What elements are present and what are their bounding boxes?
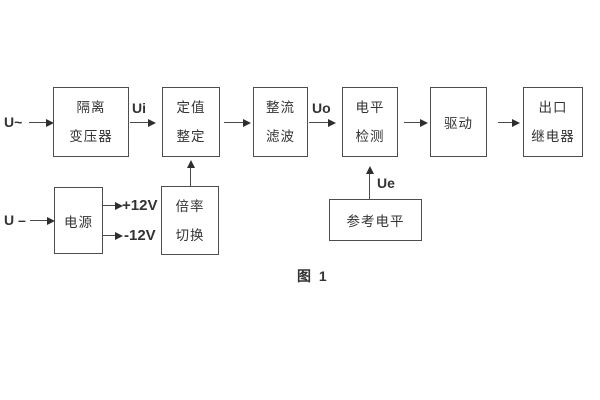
block-level-detect: 电平 检测 <box>342 87 398 157</box>
block-power-label: 电源 <box>64 214 93 230</box>
arrow-isolation-to-setting-icon <box>130 118 156 127</box>
block-level-line2: 检测 <box>355 129 385 144</box>
arrow-neg-rail-icon <box>103 231 123 240</box>
arrow-rectifier-to-level-icon <box>309 118 336 127</box>
block-isolation-line1: 隔离 <box>76 100 106 115</box>
arrow-setting-to-rectifier-icon <box>224 118 251 127</box>
arrow-reference-to-level-icon <box>365 166 374 199</box>
block-reference-level: 参考电平 <box>329 199 422 241</box>
block-output-relay-line1: 出口 <box>538 100 568 115</box>
arrow-drive-to-output-icon <box>498 118 520 127</box>
label-neg-12v: -12V <box>124 227 156 244</box>
arrow-ratio-to-setting-icon <box>186 160 195 186</box>
arrow-ac-input-icon <box>29 118 54 127</box>
block-isolation-transformer: 隔离 变压器 <box>53 87 129 157</box>
block-output-relay-line2: 继电器 <box>531 129 575 144</box>
block-level-line1: 电平 <box>355 100 385 115</box>
block-setting-line1: 定值 <box>176 100 206 115</box>
label-input-dc: U – <box>4 212 26 228</box>
block-ratio-line1: 倍率 <box>175 198 205 214</box>
block-ratio-line2: 切换 <box>175 227 205 243</box>
arrow-dc-input-icon <box>30 216 55 225</box>
arrow-pos-rail-icon <box>103 201 123 210</box>
block-rectify-line1: 整流 <box>266 100 295 115</box>
block-rectify-line2: 滤波 <box>266 129 295 144</box>
block-setting-adjust: 定值 整定 <box>162 87 220 157</box>
label-input-ac: U~ <box>4 114 23 130</box>
block-output-relay: 出口 继电器 <box>523 87 583 157</box>
block-drive: 驱动 <box>430 87 487 157</box>
block-drive-label: 驱动 <box>444 116 473 131</box>
label-signal-ui: Ui <box>132 100 146 116</box>
block-reference-label: 参考电平 <box>346 214 405 229</box>
label-pos-12v: +12V <box>122 197 158 214</box>
arrow-level-to-drive-icon <box>404 118 428 127</box>
label-signal-uo: Uo <box>312 100 331 116</box>
block-ratio-switch: 倍率 切换 <box>161 186 219 255</box>
block-isolation-line2: 变压器 <box>69 129 113 144</box>
block-rectifier-filter: 整流 滤波 <box>253 87 308 157</box>
block-setting-line2: 整定 <box>176 129 206 144</box>
label-signal-ue: Ue <box>377 175 395 191</box>
figure-caption: 图 1 <box>297 268 329 284</box>
block-power-supply: 电源 <box>54 187 103 254</box>
